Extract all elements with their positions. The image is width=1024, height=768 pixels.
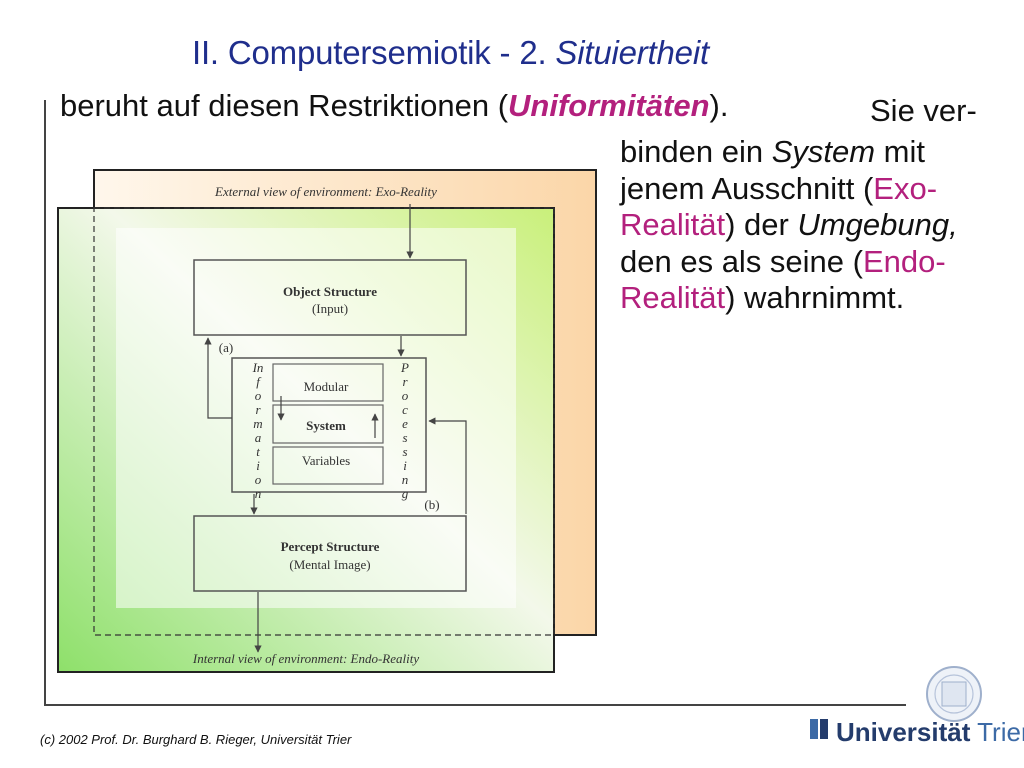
description-body: binden ein System mit jenem Ausschnitt (… <box>620 134 958 317</box>
svg-text:m: m <box>253 416 262 431</box>
svg-text:o: o <box>255 472 262 487</box>
label-b: (b) <box>424 497 439 512</box>
dashed-boundary <box>93 207 555 636</box>
svg-text:f: f <box>256 374 262 389</box>
bottom-rule <box>44 704 906 706</box>
system-label: System <box>306 418 346 433</box>
svg-text:g: g <box>402 486 409 501</box>
svg-text:P: P <box>400 360 409 375</box>
modular-box <box>272 363 384 402</box>
para-line-6: Realität) wahrnimmt. <box>620 280 905 315</box>
percept-structure-title: Percept Structure <box>281 539 380 554</box>
processing-vertical-label: P r o c e s s i n g <box>400 360 409 501</box>
object-structure-sub: (Input) <box>312 301 348 316</box>
svg-text:r: r <box>255 402 261 417</box>
title-main: II. Computersemiotik - 2. <box>192 34 556 71</box>
intro-emphasis: Uniformitäten <box>508 88 710 123</box>
svg-text:In: In <box>252 360 264 375</box>
para-line-2: binden ein System mit <box>620 134 925 169</box>
system-box <box>231 357 427 493</box>
svg-text:n: n <box>255 486 262 501</box>
situiertheit-diagram: External view of environment: Exo-Realit… <box>57 169 597 673</box>
copyright-credit: (c) 2002 Prof. Dr. Burghard B. Rieger, U… <box>40 732 352 747</box>
para-line-3: jenem Ausschnitt (Exo- <box>620 170 938 206</box>
svg-text:r: r <box>402 374 408 389</box>
svg-text:c: c <box>402 402 408 417</box>
slide-title: II. Computersemiotik - 2. Situiertheit <box>192 34 709 72</box>
para-line-4: Realität) der Umgebung, <box>620 207 958 242</box>
svg-text:o: o <box>402 388 409 403</box>
intro-line: beruht auf diesen Restriktionen (Uniform… <box>60 88 728 124</box>
svg-text:e: e <box>402 416 408 431</box>
svg-text:o: o <box>255 388 262 403</box>
para-line-1 <box>372 98 868 135</box>
para-line-5: den es als seine (Endo- <box>620 243 946 279</box>
percept-structure-sub: (Mental Image) <box>289 557 370 572</box>
left-rule <box>44 100 46 706</box>
information-vertical-label: In f o r m a t i o n <box>252 360 264 501</box>
svg-text:a: a <box>255 430 262 445</box>
svg-text:s: s <box>402 430 407 445</box>
svg-text:s: s <box>402 444 407 459</box>
object-structure-box <box>193 259 467 336</box>
title-italic: Situiertheit <box>555 34 709 71</box>
university-seal-logo <box>810 666 982 739</box>
percept-structure-box <box>193 515 467 592</box>
university-wordmark: Universität Trier <box>836 717 1024 747</box>
svg-text:t: t <box>256 444 260 459</box>
para-line-1-text: Sie ver- <box>870 93 977 128</box>
svg-text:n: n <box>402 472 409 487</box>
svg-text:i: i <box>403 458 407 473</box>
modular-label: Modular <box>304 379 349 394</box>
intro-before: beruht auf diesen Restriktionen ( <box>60 88 509 123</box>
internal-view-label: Internal view of environment: Endo-Reali… <box>192 651 419 666</box>
external-view-label: External view of environment: Exo-Realit… <box>214 184 437 199</box>
intro-after: ). <box>709 88 729 123</box>
svg-text:i: i <box>256 458 260 473</box>
object-structure-title: Object Structure <box>283 284 377 299</box>
variables-label: Variables <box>302 453 350 468</box>
description-paragraph <box>620 98 868 135</box>
label-a: (a) <box>219 340 233 355</box>
